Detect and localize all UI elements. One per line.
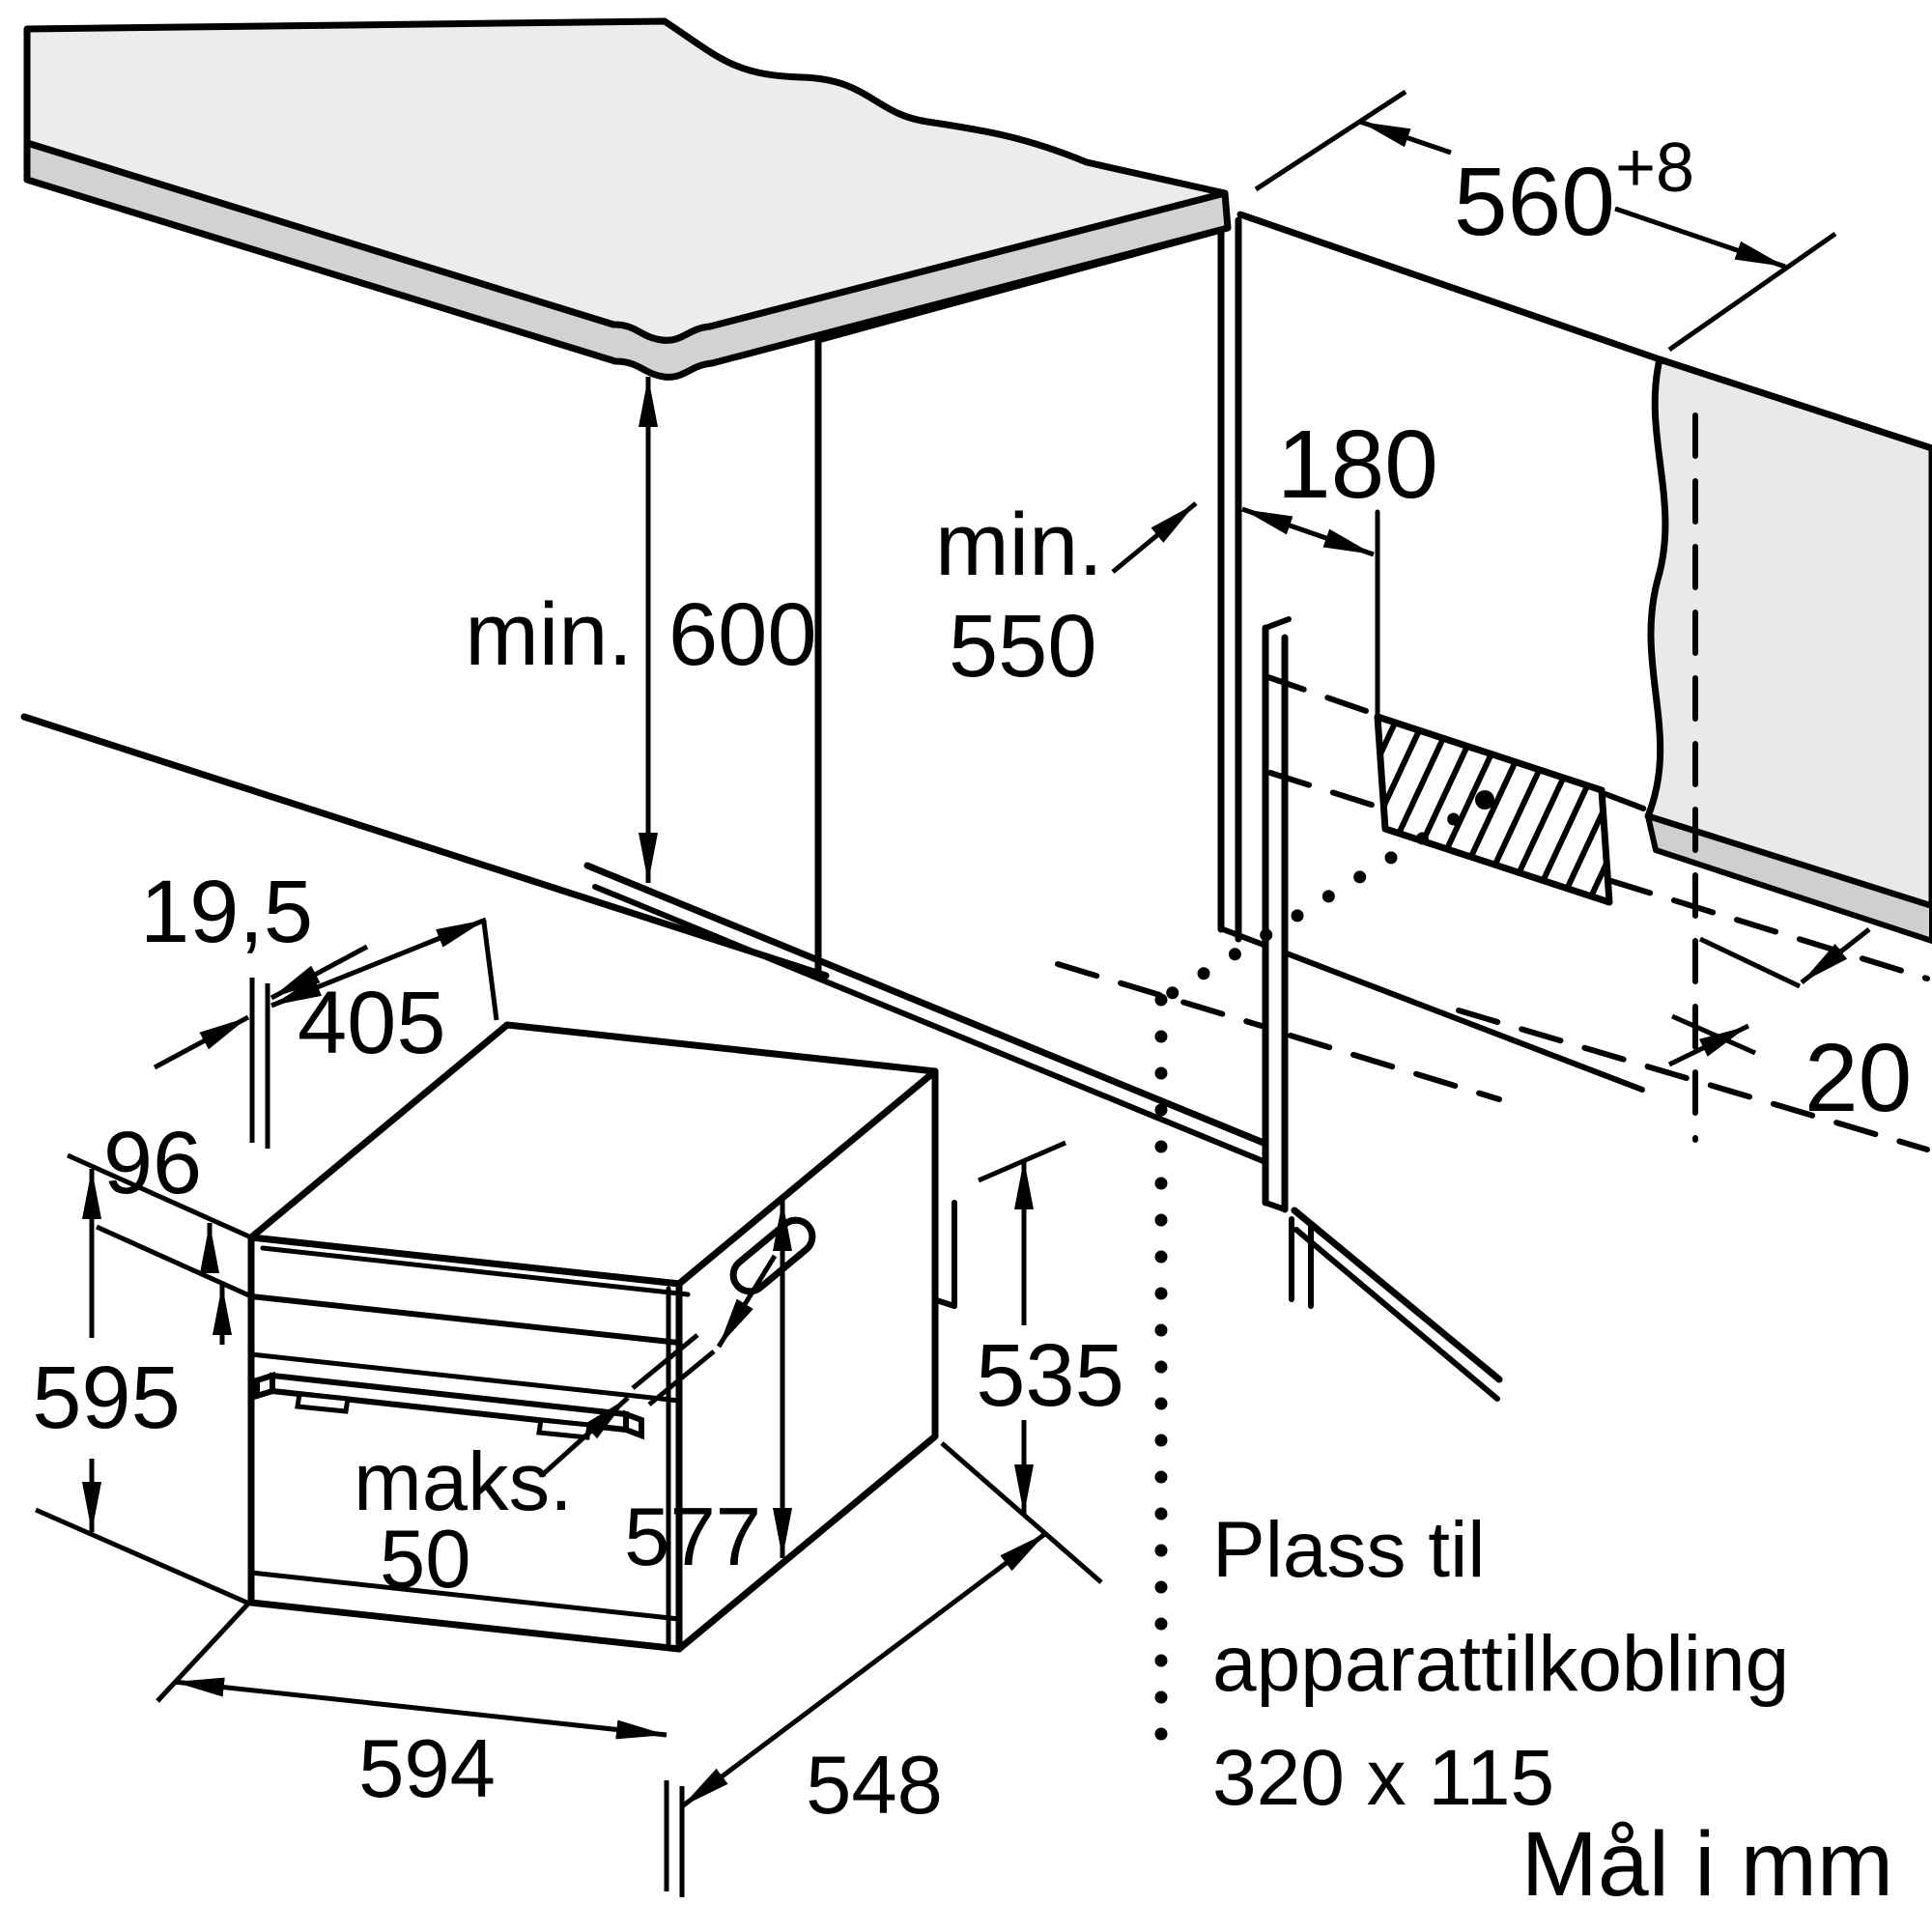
label-handle-clearance-value: 50	[380, 1514, 471, 1605]
dim-panel-height-96: 96	[66, 1114, 253, 1345]
label-min-depth-prefix: min.	[935, 496, 1103, 594]
label-rear-gap: 20	[1804, 1024, 1912, 1132]
dim-niche-width-560: 560 +8	[1254, 89, 1837, 353]
label-panel-height: 96	[103, 1114, 202, 1212]
label-rear-height: 535	[976, 1326, 1124, 1425]
dim-oven-width-594: 594	[156, 1601, 685, 1897]
label-clearance-prefix: min.	[465, 585, 633, 684]
label-handle-clearance-prefix: maks.	[354, 1436, 573, 1528]
label-body-height: 577	[624, 1492, 761, 1583]
connection-space-note: Plass til apparattilkobling 320 x 115	[1212, 1506, 1789, 1822]
label-connection-offset: 180	[1277, 411, 1438, 519]
note-line-3: 320 x 115	[1212, 1734, 1554, 1822]
note-line-1: Plass til	[1212, 1506, 1486, 1594]
dim-handle-clearance-50: maks. 50	[354, 1254, 778, 1605]
label-niche-width-tolerance: +8	[1615, 129, 1694, 207]
countertop	[23, 17, 1232, 381]
dim-oven-depth-548: 548	[680, 1531, 1048, 1832]
dim-min-clearance-600: min. 600	[465, 377, 817, 883]
label-min-depth-value: 550	[949, 597, 1097, 696]
label-clearance-value: 600	[668, 585, 817, 684]
side-wall	[1644, 355, 1932, 944]
label-front-height: 595	[32, 1349, 181, 1447]
label-oven-width: 594	[358, 1723, 496, 1815]
label-top-recess: 405	[298, 974, 446, 1072]
oven	[247, 1021, 939, 1653]
dim-top-recess-405: 405	[270, 917, 499, 1072]
connection-box	[1374, 509, 1613, 906]
label-niche-width: 560	[1454, 148, 1615, 256]
hidden-edges	[1055, 412, 1930, 1152]
dim-rear-gap-20: 20	[1667, 927, 1912, 1132]
dim-rear-height-535: 535	[940, 1140, 1124, 1584]
label-trim-gap: 19,5	[140, 863, 313, 961]
note-line-2: apparattilkobling	[1212, 1620, 1789, 1708]
dim-min-depth-550: min. 550	[935, 496, 1198, 696]
units-note: Mål i mm	[1521, 1813, 1893, 1916]
dim-front-height-595: 595	[32, 1169, 251, 1606]
label-oven-depth: 548	[806, 1740, 943, 1832]
dim-connection-offset-180: 180	[1241, 411, 1438, 557]
cabinet-and-niche	[20, 211, 1663, 1402]
